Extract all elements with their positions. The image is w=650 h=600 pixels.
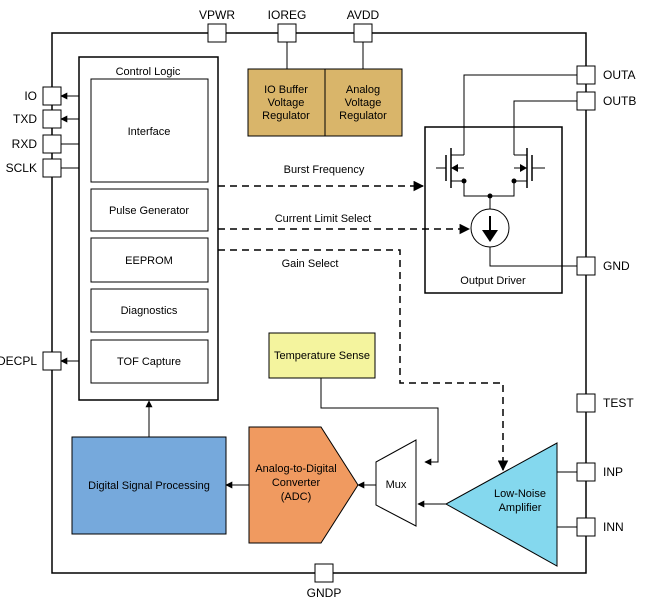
pin-rxd-label: RXD: [12, 137, 38, 151]
pin-gnd: GND: [576, 256, 630, 276]
pin-gnd-label: GND: [603, 259, 630, 273]
pin-txd: TXD: [13, 109, 62, 129]
adc-line1: Analog-to-Digital: [255, 463, 336, 475]
pin-avdd: AVDD: [347, 8, 380, 43]
interface-label: Interface: [128, 126, 171, 138]
io-buffer-regulator: IO Buffer Voltage Regulator: [247, 68, 326, 137]
eeprom-label: EEPROM: [125, 255, 173, 267]
output-driver: Output Driver: [424, 126, 586, 294]
eeprom-block: EEPROM: [90, 237, 209, 283]
lna-line2: Amplifier: [499, 502, 542, 514]
gain-select-label: Gain Select: [282, 258, 339, 270]
io-regulator-line1: IO Buffer: [264, 84, 308, 96]
pin-io: IO: [24, 86, 62, 106]
pin-io-label: IO: [24, 89, 37, 103]
diagnostics-block: Diagnostics: [90, 288, 209, 333]
io-regulator-line2: Voltage: [268, 97, 305, 109]
control-logic: Control Logic Interface Pulse Generator …: [78, 56, 219, 401]
lna-block: Low-Noise Amplifier: [444, 442, 558, 567]
output-driver-label: Output Driver: [460, 275, 526, 287]
pin-inp-label: INP: [603, 465, 623, 479]
pin-inp: INP: [576, 462, 623, 482]
current-limit-select-label: Current Limit Select: [275, 213, 372, 225]
pulse-generator-label: Pulse Generator: [109, 205, 189, 217]
mux-label: Mux: [386, 479, 407, 491]
adc-block: Analog-to-Digital Converter (ADC): [248, 426, 359, 544]
control-logic-title: Control Logic: [116, 66, 181, 78]
pin-gndp-label: GNDP: [307, 586, 342, 600]
outb-wire: [513, 100, 577, 140]
pin-test: TEST: [576, 393, 634, 413]
current-source-icon: [470, 208, 510, 248]
io-regulator-line3: Regulator: [262, 110, 310, 122]
pin-sclk: SCLK: [6, 158, 62, 178]
temperature-sense-block: Temperature Sense: [268, 332, 376, 379]
pin-gndp: GNDP: [307, 563, 342, 600]
pulse-generator-block: Pulse Generator: [90, 188, 209, 232]
dsp-label: Digital Signal Processing: [88, 480, 210, 492]
burst-frequency-label: Burst Frequency: [284, 164, 365, 176]
mux-block: Mux: [375, 439, 417, 527]
analog-regulator-line2: Voltage: [345, 97, 382, 109]
dsp-block: Digital Signal Processing: [71, 436, 227, 535]
adc-line2: Converter: [272, 477, 321, 489]
analog-regulator-line1: Analog: [346, 84, 380, 96]
pin-test-label: TEST: [603, 396, 634, 410]
pin-outa: OUTA: [576, 65, 635, 85]
pin-ioreg-label: IOREG: [268, 8, 307, 22]
interface-block: Interface: [90, 78, 209, 183]
pin-txd-label: TXD: [13, 112, 37, 126]
temp-to-mux-arrow: [320, 378, 439, 466]
pin-vpwr: VPWR: [199, 8, 235, 43]
tof-capture-label: TOF Capture: [117, 356, 181, 368]
analog-regulator: Analog Voltage Regulator: [324, 68, 403, 137]
pin-inn-label: INN: [603, 520, 624, 534]
pin-decpl: DECPL: [0, 351, 62, 371]
pin-rxd: RXD: [12, 134, 62, 154]
diagnostics-label: Diagnostics: [121, 305, 178, 317]
pin-ioreg: IOREG: [268, 8, 307, 43]
pin-outb: OUTB: [576, 91, 636, 111]
outa-wire: [463, 74, 577, 140]
pin-sclk-label: SCLK: [6, 161, 37, 175]
temperature-sense-label: Temperature Sense: [274, 350, 370, 362]
pin-decpl-label: DECPL: [0, 354, 37, 368]
tof-capture-block: TOF Capture: [90, 339, 209, 384]
pin-outb-label: OUTB: [603, 94, 636, 108]
analog-regulator-line3: Regulator: [339, 110, 387, 122]
pin-inn: INN: [576, 517, 624, 537]
pin-vpwr-label: VPWR: [199, 8, 235, 22]
gain-select-arrow: [218, 249, 509, 472]
right-transistor-icon: [511, 140, 545, 190]
adc-line3: (ADC): [281, 491, 312, 503]
pin-avdd-label: AVDD: [347, 8, 380, 22]
pin-outa-label: OUTA: [603, 68, 635, 82]
lna-line1: Low-Noise: [494, 488, 546, 500]
left-transistor-icon: [436, 140, 467, 190]
